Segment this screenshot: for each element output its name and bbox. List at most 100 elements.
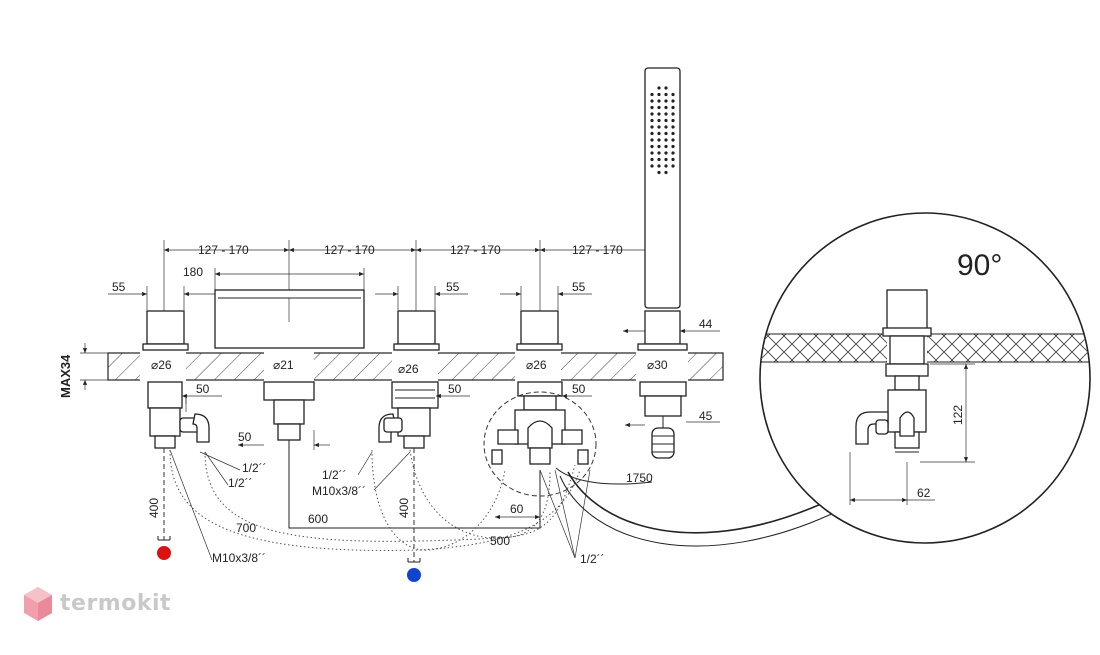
spray-hole: [671, 138, 675, 142]
thread-label-3: 1/2´´: [322, 468, 347, 482]
handle-2-diameter: ⌀26: [398, 362, 419, 376]
spacing-dimensions: 127 - 170 127 - 170 127 - 170 127 - 170 …: [108, 240, 720, 334]
handle-3: ⌀26: [516, 310, 563, 372]
spray-hole: [664, 112, 668, 116]
spray-hole: [657, 157, 661, 162]
cold-supply: 400: [397, 448, 421, 582]
max-thickness-dimension: MAX34: [58, 343, 108, 398]
spray-hole: [650, 151, 654, 155]
shower-holder-width-label: 44: [699, 317, 713, 331]
spray-hole: [671, 131, 675, 136]
spray-hole: [671, 92, 675, 97]
supply-hoses: 600 700 500 60 1750: [169, 440, 653, 551]
spray-hole: [657, 112, 661, 116]
spray-hole: [650, 99, 654, 103]
spout-body-label: 50: [238, 430, 252, 444]
spout-diameter: ⌀21: [273, 358, 294, 372]
spray-hole: [671, 105, 675, 110]
hot-supply: 400: [147, 448, 171, 560]
spray-hole: [664, 131, 668, 136]
spray-hole: [664, 157, 668, 162]
spray-hole: [657, 138, 661, 142]
spray-hole: [657, 125, 661, 129]
spray-hole: [650, 157, 654, 162]
hot-water-indicator: [157, 546, 171, 560]
hose-600-label: 600: [308, 512, 328, 526]
spray-hole: [671, 164, 675, 168]
spray-hole: [650, 92, 654, 97]
spray-hole: [657, 99, 661, 103]
spray-hole: [650, 105, 654, 110]
spray-hole: [657, 92, 661, 97]
spray-hole: [657, 164, 661, 168]
shower-nut-label: 45: [699, 409, 713, 423]
spout-width-label: 180: [183, 265, 203, 279]
spacing-label-1: 127 - 170: [198, 243, 249, 257]
spray-hole: [664, 118, 668, 123]
spray-hole: [650, 112, 654, 116]
spray-hole: [650, 125, 654, 129]
detail-height-label: 122: [951, 405, 965, 425]
detail-width-label: 62: [917, 486, 931, 500]
body-1-label: 50: [196, 382, 210, 396]
spacing-label-2: 127 - 170: [324, 243, 375, 257]
brand-logo: termokit: [22, 585, 192, 625]
cold-water-indicator: [407, 568, 421, 582]
spray-hole: [664, 105, 668, 110]
countertop: [107, 350, 724, 382]
valve-body-hot: 50: [147, 381, 222, 449]
spray-hole: [650, 131, 654, 136]
handle-width-label-3: 55: [572, 280, 586, 294]
diverter-body: 50: [483, 381, 597, 497]
spray-hole: [650, 144, 654, 149]
spacing-label-4: 127 - 170: [572, 243, 623, 257]
spray-hole: [671, 118, 675, 123]
handle-1-diameter: ⌀26: [151, 358, 172, 372]
spray-hole: [664, 92, 668, 97]
spray-hole: [664, 99, 668, 103]
shower-spray-holes: [650, 86, 675, 175]
spray-hole: [664, 164, 668, 168]
body-3-label: 50: [572, 382, 586, 396]
thread-label-2: 1/2´´: [228, 476, 253, 490]
leader-lines: M10x3/8´´ 1/2´´ 1/2´´ 1/2´´ M10x3/8´´ 1/…: [169, 449, 605, 566]
spray-hole: [671, 125, 675, 129]
spray-hole: [650, 164, 654, 168]
spray-hole: [650, 138, 654, 142]
hand-shower: ⌀30: [637, 67, 688, 372]
detail-callout: 122 62: [559, 212, 1091, 547]
handle-2: ⌀26: [393, 310, 440, 376]
spray-hole: [664, 151, 668, 155]
spray-hole: [664, 125, 668, 129]
shower-connector: 45: [625, 381, 720, 459]
spray-hole: [664, 170, 668, 175]
thread-label-1: 1/2´´: [242, 461, 267, 475]
brand-logo-icon: [24, 587, 52, 621]
body-2-label: 50: [448, 382, 462, 396]
handle-1: ⌀26: [142, 310, 189, 372]
spray-hole: [671, 144, 675, 149]
spacing-label-3: 127 - 170: [450, 243, 501, 257]
rotation-angle-label: 90°: [957, 249, 1002, 282]
handle-width-label-2: 55: [446, 280, 460, 294]
spray-hole: [657, 105, 661, 110]
hose-500-label: 500: [490, 534, 510, 548]
spray-hole: [664, 144, 668, 149]
m10-label-1: M10x3/8´´: [212, 551, 266, 565]
hose-60-label: 60: [510, 502, 524, 516]
spray-hole: [664, 138, 668, 142]
thread-label-4: 1/2´´: [580, 552, 605, 566]
spray-hole: [657, 131, 661, 136]
hose-1750-label: 1750: [626, 471, 653, 485]
spray-hole: [657, 144, 661, 149]
cold-height-label: 400: [397, 498, 411, 518]
spray-hole: [671, 151, 675, 155]
m10-label-2: M10x3/8´´: [312, 484, 366, 498]
handle-width-label-1: 55: [112, 280, 126, 294]
spray-hole: [650, 118, 654, 123]
shower-diameter: ⌀30: [647, 358, 668, 372]
spray-hole: [671, 157, 675, 162]
valve-body-cold: 50: [378, 381, 470, 449]
